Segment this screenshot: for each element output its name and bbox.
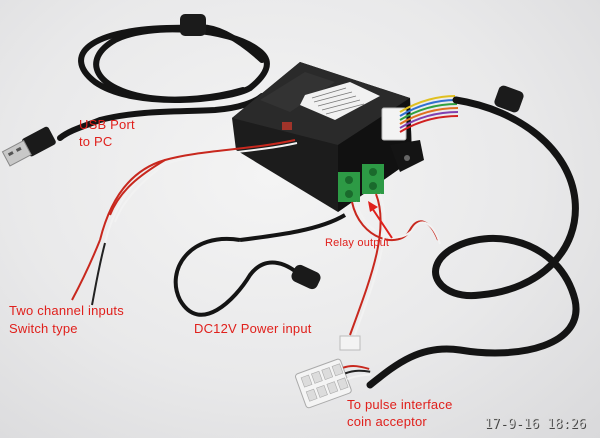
- relay-wires: [349, 193, 441, 338]
- label-two-channel-inputs: Two channel inputs: [9, 303, 124, 318]
- input-wires: [71, 139, 298, 306]
- relay-terminals: [338, 164, 384, 202]
- dc-jack: [291, 264, 321, 290]
- photo-timestamp: 17-9-16 18:26: [484, 417, 586, 432]
- label-sticker: [300, 82, 380, 120]
- label-pulse-interface: To pulse interface: [347, 397, 453, 412]
- label-relay-output: Relay output: [325, 237, 390, 249]
- ribbon-connector: [381, 95, 459, 141]
- dc-power-cable: [173, 213, 347, 317]
- label-switch-type: Switch type: [9, 321, 78, 336]
- relay-arrow: [368, 201, 393, 239]
- label-dc-power-input: DC12V Power input: [194, 321, 312, 336]
- ferrite-bead: [180, 14, 206, 36]
- label-usb-to-pc: to PC: [79, 134, 113, 149]
- label-coin-acceptor: coin acceptor: [347, 414, 427, 429]
- label-usb-port: USB Port: [79, 117, 135, 132]
- pulse-connector: [295, 358, 372, 409]
- small-connector: [339, 335, 361, 351]
- usb-plug: [1, 126, 56, 167]
- pulse-cable: [366, 96, 580, 389]
- ferrite-bead-2: [494, 85, 524, 113]
